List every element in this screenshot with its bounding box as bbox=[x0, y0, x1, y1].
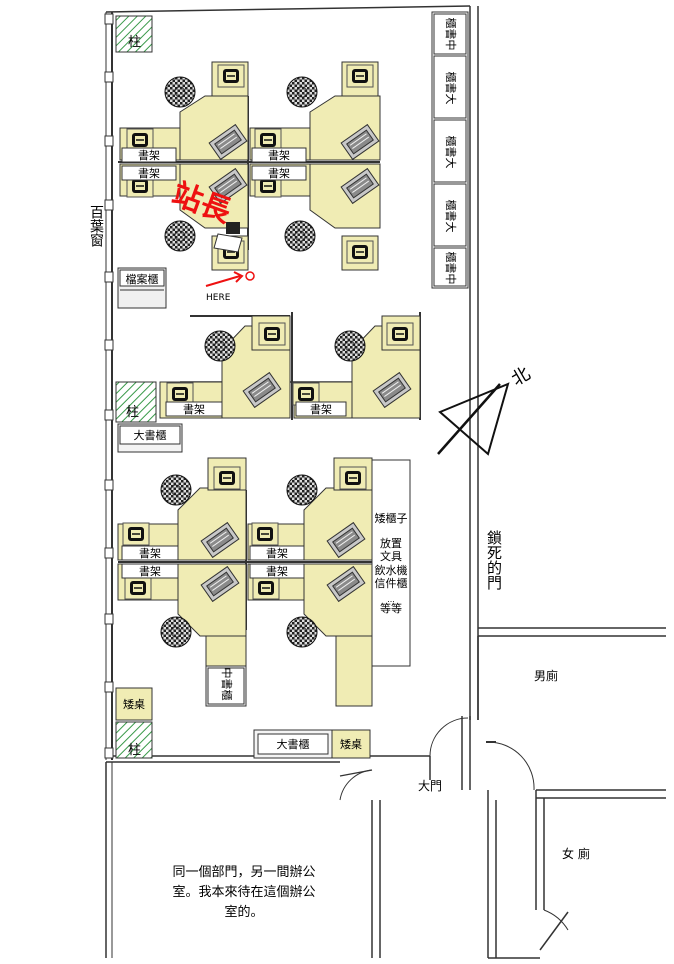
svg-text:書架: 書架 bbox=[266, 546, 288, 560]
window-pane-mark bbox=[104, 747, 114, 759]
svg-text:櫃書大: 櫃書大 bbox=[444, 72, 458, 105]
svg-text:書架: 書架 bbox=[138, 166, 160, 180]
top-cluster: 書架 書架 書架 書架 bbox=[118, 61, 381, 271]
window-pane-mark bbox=[104, 271, 114, 283]
low-cabinet-line: 矮櫃子 bbox=[375, 511, 408, 525]
window-pane-mark bbox=[104, 547, 114, 559]
note-line: 室。我本來待在這個辦公 bbox=[172, 884, 315, 900]
svg-text:櫃書大: 櫃書大 bbox=[444, 136, 458, 169]
svg-text:柱: 柱 bbox=[126, 405, 139, 420]
note-line: 同一個部門，另一間辦公 bbox=[172, 865, 315, 880]
svg-text:大書櫃: 大書櫃 bbox=[277, 737, 310, 751]
svg-text:大書櫃: 大書櫃 bbox=[134, 428, 167, 442]
locked-door-label: 鎖死的門 bbox=[485, 530, 503, 591]
svg-text:書架: 書架 bbox=[268, 166, 290, 180]
svg-text:櫃書中: 櫃書中 bbox=[444, 252, 458, 285]
window-pane-mark bbox=[104, 135, 114, 147]
big-cabinet-bottom: 大書櫃 bbox=[253, 729, 333, 759]
mid-cabinet: 中書櫃 bbox=[205, 665, 247, 707]
svg-text:書架: 書架 bbox=[310, 402, 332, 416]
right-cabinets: 櫃書中 櫃書大 櫃書大 櫃書大 櫃書中 bbox=[431, 11, 469, 289]
note-line: 室的。 bbox=[224, 904, 263, 920]
low-table-right: 矮桌 bbox=[331, 729, 371, 759]
window-pane-mark bbox=[104, 409, 114, 421]
svg-text:書架: 書架 bbox=[139, 546, 161, 560]
svg-text:矮桌: 矮桌 bbox=[340, 737, 362, 751]
low-cabinet-line: 飲水機 bbox=[375, 563, 408, 577]
window-pane-mark bbox=[104, 339, 114, 351]
low-cabinet-line: 放置 bbox=[380, 536, 402, 550]
svg-text:書架: 書架 bbox=[139, 564, 161, 578]
low-cabinet-line: 信件櫃 bbox=[375, 576, 408, 590]
pillar-bottom: 柱 bbox=[115, 721, 153, 759]
svg-text:北: 北 bbox=[508, 363, 534, 390]
window-pane-mark bbox=[104, 199, 114, 211]
svg-text:櫃書中: 櫃書中 bbox=[444, 18, 458, 51]
lower-cluster: 書架 書架 書架 書架 bbox=[117, 457, 373, 707]
mens-room-label: 男廁 bbox=[534, 668, 558, 683]
window-pane-mark bbox=[104, 71, 114, 83]
svg-text:書架: 書架 bbox=[266, 564, 288, 578]
svg-text:鎖死的門: 鎖死的門 bbox=[485, 530, 503, 591]
svg-text:櫃書大: 櫃書大 bbox=[444, 200, 458, 233]
svg-text:書架: 書架 bbox=[268, 148, 290, 162]
pillar-mid: 柱 bbox=[115, 381, 157, 423]
svg-text:柱: 柱 bbox=[128, 743, 141, 758]
low-cabinet-line: ... bbox=[387, 595, 395, 604]
womens-room-label: 女 廁 bbox=[562, 846, 590, 861]
walls bbox=[105, 5, 666, 959]
window-pane-mark bbox=[104, 613, 114, 625]
svg-text:書架: 書架 bbox=[138, 148, 160, 162]
svg-text:柱: 柱 bbox=[128, 35, 141, 50]
window-pane-mark bbox=[104, 13, 114, 25]
north-arrow: 北 bbox=[437, 363, 534, 456]
window-marks bbox=[104, 13, 114, 759]
window-pane-mark bbox=[104, 479, 114, 491]
low-cabinet-line: 文具 bbox=[380, 549, 402, 563]
main-door-label: 大門 bbox=[418, 779, 442, 793]
window-label: 百葉窗 bbox=[88, 205, 104, 247]
middle-cluster: 書架 書架 bbox=[159, 312, 421, 420]
svg-text:書架: 書架 bbox=[183, 402, 205, 416]
window-pane-mark bbox=[104, 681, 114, 693]
svg-text:檔案櫃: 檔案櫃 bbox=[126, 272, 159, 286]
svg-text:矮桌: 矮桌 bbox=[123, 697, 145, 711]
pillar-top: 柱 bbox=[115, 15, 153, 53]
big-cabinet-mid: 大書櫃 bbox=[117, 423, 183, 453]
svg-text:中書櫃: 中書櫃 bbox=[220, 668, 234, 701]
file-cabinet: 檔案櫃 bbox=[117, 267, 167, 309]
low-table-left: 矮桌 bbox=[115, 687, 153, 721]
svg-text:百葉窗: 百葉窗 bbox=[88, 205, 104, 247]
low-cabinet-line: 等等 bbox=[380, 601, 402, 615]
svg-text:HERE: HERE bbox=[206, 293, 231, 303]
